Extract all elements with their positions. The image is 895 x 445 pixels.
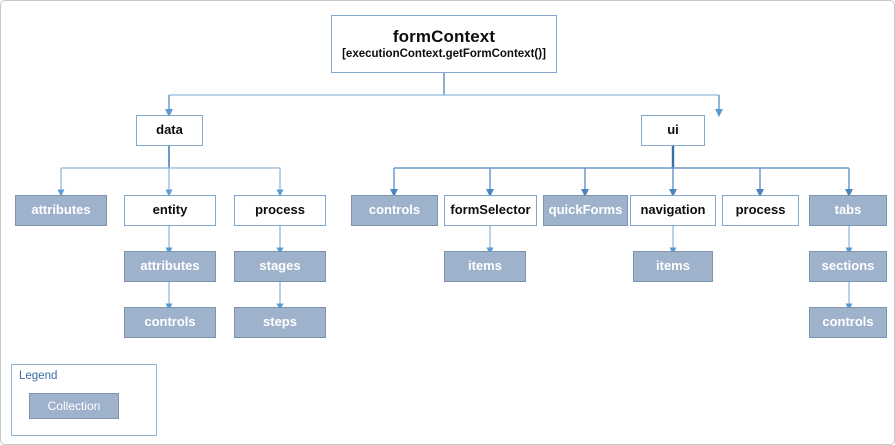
node-tabs-sections[interactable]: sections	[809, 251, 887, 282]
node-entity-controls[interactable]: controls	[124, 307, 216, 338]
legend-title: Legend	[19, 370, 58, 382]
node-data[interactable]: data	[136, 115, 203, 146]
node-navigation-items[interactable]: items	[633, 251, 713, 282]
root-subtitle: [executionContext.getFormContext()]	[342, 48, 546, 61]
legend-collection-swatch: Collection	[29, 393, 119, 419]
root-title: formContext	[392, 26, 496, 46]
node-data-process[interactable]: process	[234, 195, 326, 226]
node-ui[interactable]: ui	[641, 115, 705, 146]
node-ui-process[interactable]: process	[722, 195, 799, 226]
node-ui-tabs[interactable]: tabs	[809, 195, 887, 226]
node-data-entity[interactable]: entity	[124, 195, 216, 226]
node-ui-formselector[interactable]: formSelector	[444, 195, 537, 226]
node-formcontext-root[interactable]: formContext [executionContext.getFormCon…	[331, 15, 557, 73]
node-sections-controls[interactable]: controls	[809, 307, 887, 338]
node-ui-navigation[interactable]: navigation	[630, 195, 716, 226]
node-data-attributes[interactable]: attributes	[15, 195, 107, 226]
node-process-stages[interactable]: stages	[234, 251, 326, 282]
node-formselector-items[interactable]: items	[444, 251, 526, 282]
legend-box: Legend Collection	[11, 364, 157, 436]
node-process-steps[interactable]: steps	[234, 307, 326, 338]
node-ui-controls[interactable]: controls	[351, 195, 438, 226]
node-entity-attributes[interactable]: attributes	[124, 251, 216, 282]
node-ui-quickforms[interactable]: quickForms	[543, 195, 628, 226]
